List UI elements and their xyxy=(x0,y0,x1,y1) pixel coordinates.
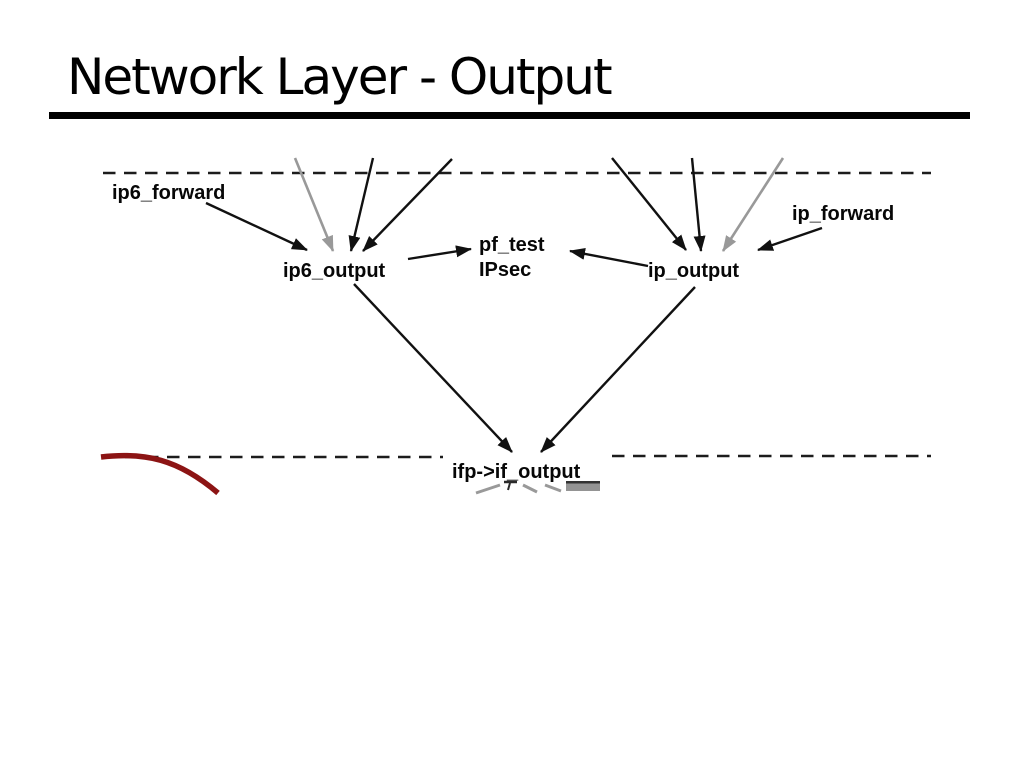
arrow-ip-forward-to-ip-output xyxy=(757,226,823,252)
arrow-upper-gray-to-ip-output xyxy=(721,157,785,252)
arrow-upper-to-ip6-output-1 xyxy=(348,157,375,252)
arrow-ip6-output-to-pf-test xyxy=(407,245,472,261)
arrow-ip-output-to-if-output xyxy=(540,286,696,453)
node-if-output: ifp->if_output xyxy=(452,461,581,483)
arrow-upper-to-ip-output-2 xyxy=(690,157,706,252)
clipped-gray-artifacts xyxy=(475,480,600,495)
node-ip6-forward: ip6_forward xyxy=(112,182,225,204)
arrow-ip-output-to-pf-test xyxy=(569,247,649,268)
arrow-ip6-output-to-if-output xyxy=(353,283,513,453)
title-underline xyxy=(49,112,970,119)
node-ip-forward: ip_forward xyxy=(792,203,894,225)
slide-title: Network Layer - Output xyxy=(67,48,613,106)
arrow-upper-to-ip-output-1 xyxy=(611,157,687,251)
arrow-upper-to-ip6-output-2 xyxy=(362,158,453,252)
arrow-upper-gray-to-ip6-output xyxy=(293,157,335,252)
node-pf-test: pf_test xyxy=(479,234,545,256)
arrow-ip6-forward-to-ip6-output xyxy=(205,201,308,252)
node-ip6-output: ip6_output xyxy=(283,260,386,282)
node-ip-output: ip_output xyxy=(648,260,739,282)
red-annotation-arc xyxy=(100,452,220,496)
node-ipsec: IPsec xyxy=(479,259,531,281)
